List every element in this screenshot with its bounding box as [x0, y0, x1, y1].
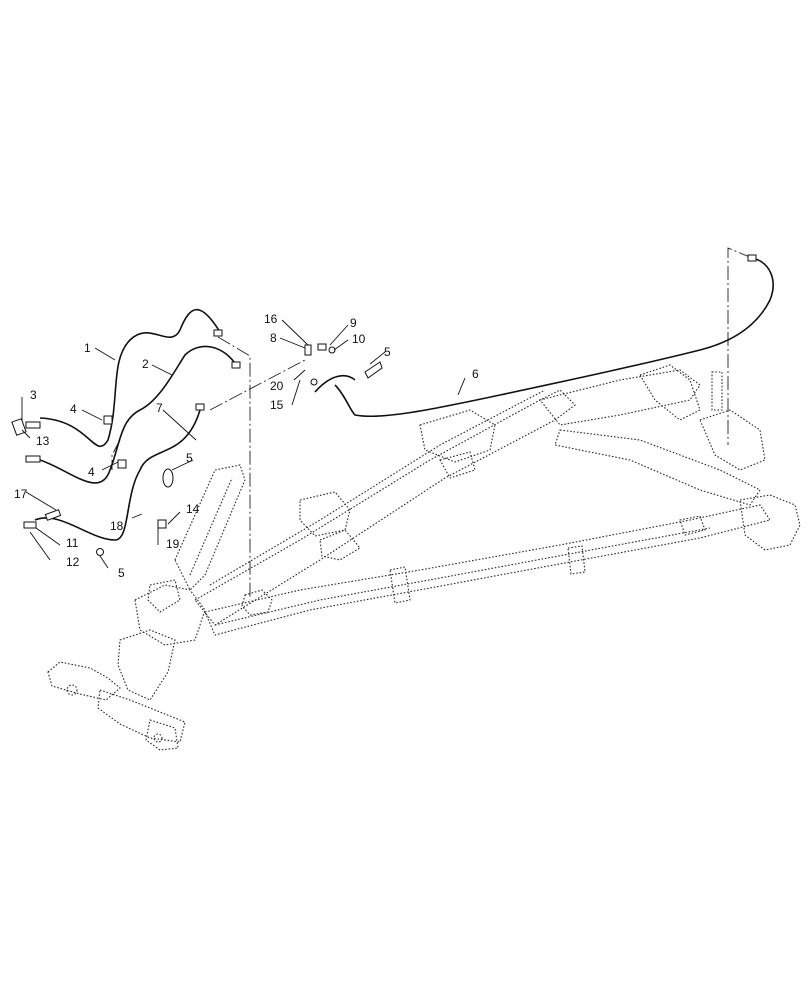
- callout-8: 8: [270, 331, 277, 345]
- callout-5b: 5: [384, 345, 391, 359]
- callout-5a: 5: [186, 451, 193, 465]
- leader-lines: [21, 319, 466, 569]
- callout-3: 3: [30, 388, 37, 402]
- machine-frame: [47, 364, 801, 751]
- callout-14: 14: [186, 502, 200, 516]
- callout-19: 19: [166, 537, 180, 551]
- callout-17: 17: [14, 487, 28, 501]
- callout-4b: 4: [88, 465, 95, 479]
- callout-12: 12: [66, 555, 80, 569]
- callout-6: 6: [472, 367, 479, 381]
- callout-1: 1: [84, 341, 91, 355]
- callout-15: 15: [270, 398, 284, 412]
- callout-labels: 1 2 3 4 4 5 5 5 6 7 8 9 10 11 12 13 14 1…: [14, 312, 479, 580]
- hoses: [34, 257, 774, 541]
- callout-18: 18: [110, 519, 124, 533]
- callout-9: 9: [350, 316, 357, 330]
- callout-20: 20: [270, 379, 284, 393]
- callout-2: 2: [142, 357, 149, 371]
- fittings: [11, 254, 757, 556]
- callout-10: 10: [352, 332, 366, 346]
- phantom-lines: [111, 247, 753, 600]
- callout-4a: 4: [70, 402, 77, 416]
- callout-16: 16: [264, 312, 278, 326]
- callout-13: 13: [36, 434, 50, 448]
- callout-7: 7: [156, 401, 163, 415]
- callout-11: 11: [66, 536, 79, 550]
- callout-5c: 5: [118, 566, 125, 580]
